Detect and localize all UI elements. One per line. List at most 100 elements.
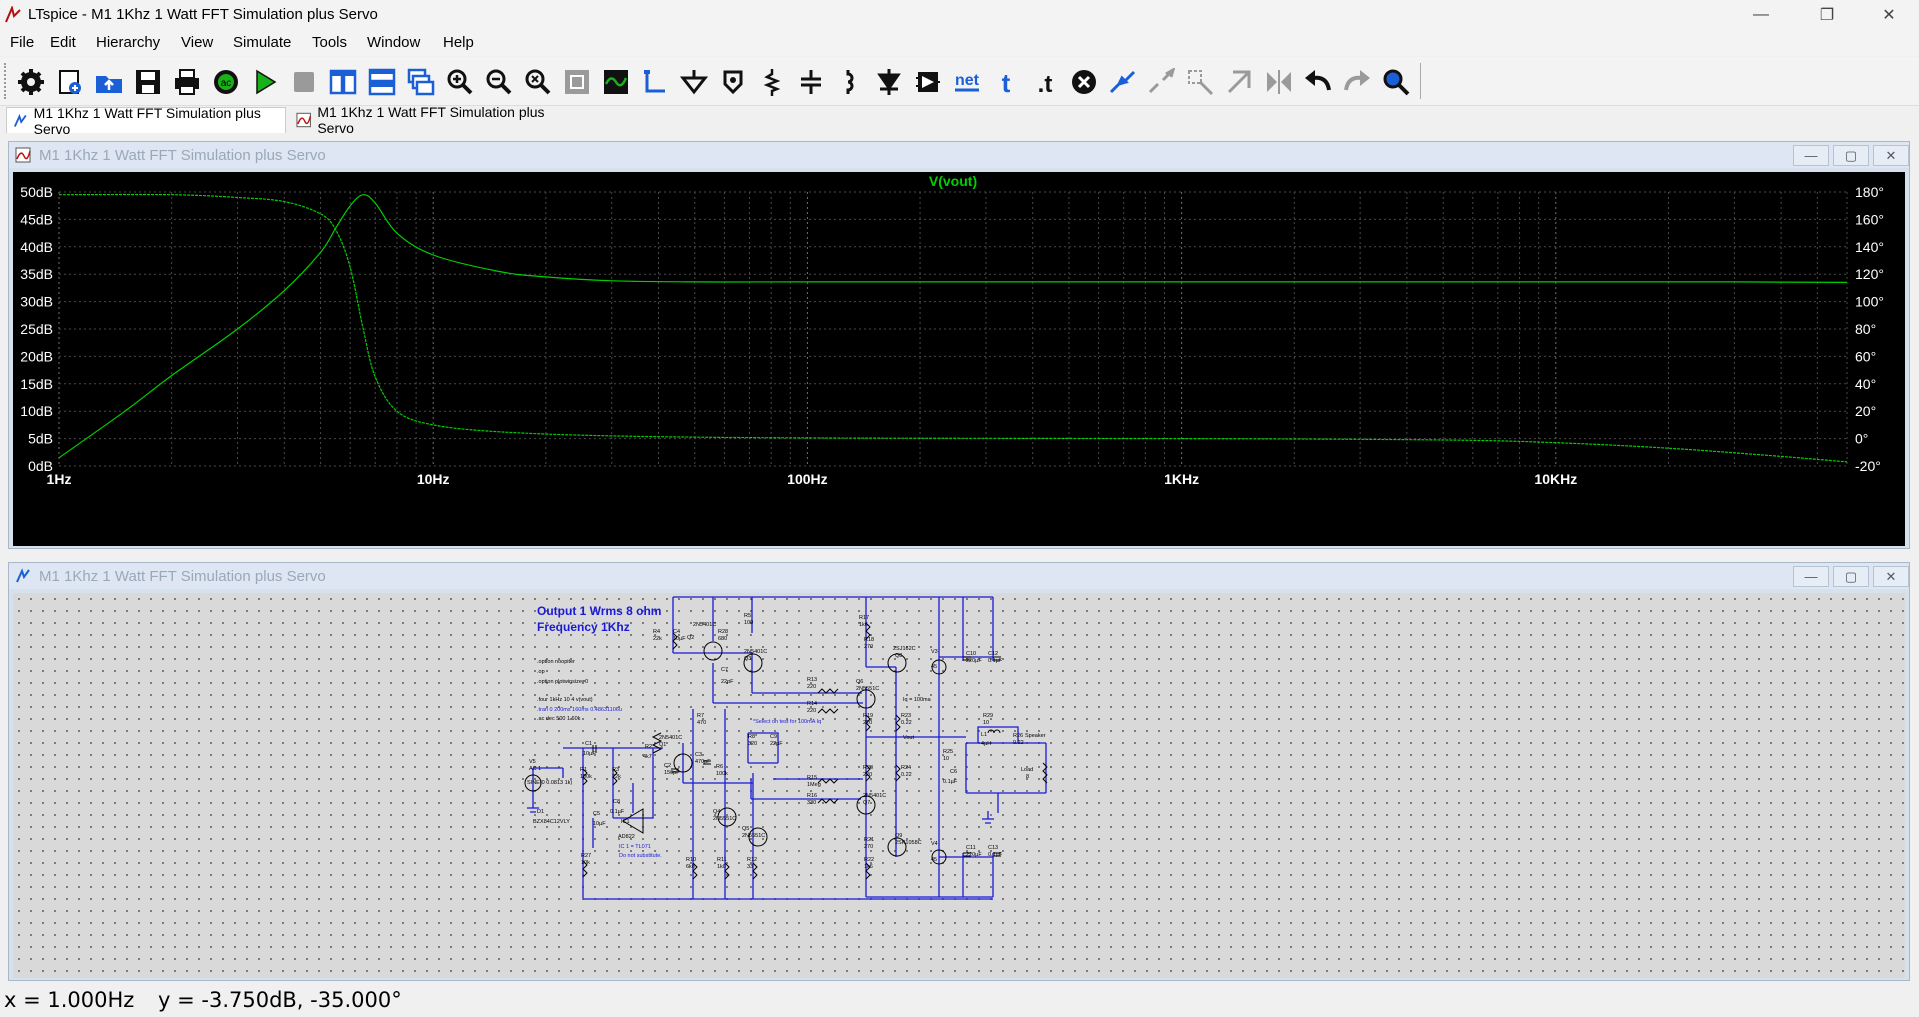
component-label: R14 [807, 701, 817, 707]
menu-hierarchy[interactable]: Hierarchy [96, 34, 161, 51]
component-label: 1Meg [807, 782, 821, 788]
component-label: 2N5551C [856, 686, 879, 692]
zoom-full-icon[interactable] [561, 67, 593, 97]
x-tick-label: 10Hz [417, 471, 450, 487]
menu-help[interactable]: Help [443, 34, 474, 51]
menu-edit[interactable]: Edit [50, 34, 76, 51]
component-label: Q1 [659, 742, 666, 748]
print-icon[interactable] [171, 67, 203, 97]
schematic-maximize-button[interactable]: ▢ [1833, 566, 1869, 587]
component-label: R3 [612, 767, 619, 773]
move-icon[interactable] [1146, 67, 1178, 97]
net-label-icon[interactable]: net [951, 67, 983, 97]
restore-button[interactable]: ❐ [1819, 7, 1835, 24]
component-label: R26 [1013, 733, 1023, 739]
tile-vertical-icon[interactable] [327, 67, 359, 97]
menu-window[interactable]: Window [367, 34, 421, 51]
component-label: R25 [943, 749, 953, 755]
schematic-window-caption[interactable]: M1 1Khz 1 Watt FFT Simulation plus Servo… [9, 563, 1909, 589]
menu-file[interactable]: File [10, 34, 35, 51]
component-label: C11 [966, 845, 976, 851]
component-label: R29 [983, 713, 993, 719]
y-tick-label-left: 30dB [20, 294, 53, 310]
ground-icon[interactable] [678, 67, 710, 97]
x-tick-label: 100Hz [787, 471, 827, 487]
diode-icon[interactable] [873, 67, 905, 97]
toolbar: ac net t .t [0, 57, 1919, 106]
plot-window-caption[interactable]: M1 1Khz 1 Watt FFT Simulation plus Servo… [9, 142, 1909, 168]
toolbar-grip[interactable] [4, 63, 10, 99]
tab-plot[interactable]: M1 1Khz 1 Watt FFT Simulation plus Servo [290, 104, 580, 136]
component-label: 45 [931, 857, 937, 863]
plot-tab-icon [296, 112, 312, 128]
component-label: BZX84C12VLY [533, 819, 570, 825]
y-tick-label-left: 5dB [28, 431, 53, 447]
redo-icon[interactable] [1341, 67, 1373, 97]
capacitor-icon[interactable] [795, 67, 827, 97]
mirror-icon[interactable] [1263, 67, 1295, 97]
menu-simulate[interactable]: Simulate [233, 34, 292, 51]
settings-icon[interactable] [15, 67, 47, 97]
menu-view[interactable]: View [181, 34, 214, 51]
text-icon[interactable]: t [990, 67, 1022, 97]
bode-plot[interactable]: 50dB45dB40dB35dB30dB25dB20dB15dB10dB5dB0… [13, 172, 1905, 546]
schematic-canvas[interactable]: Output 1 Wrms 8 ohm Frequency 1Khz .opti… [13, 593, 1905, 978]
new-schematic-icon[interactable] [54, 67, 86, 97]
label-net-icon[interactable] [717, 67, 749, 97]
tab-schematic[interactable]: M1 1Khz 1 Watt FFT Simulation plus Servo [6, 105, 286, 137]
component-label: C6 [950, 769, 957, 775]
y-tick-label-left: 20dB [20, 348, 53, 364]
plot-maximize-button[interactable]: ▢ [1833, 145, 1869, 166]
run-icon[interactable] [249, 67, 281, 97]
save-icon[interactable] [132, 67, 164, 97]
rotate-icon[interactable] [1224, 67, 1256, 97]
duplicate-icon[interactable] [1107, 67, 1139, 97]
component-label: 2N5401C [863, 793, 886, 799]
zoom-fit-icon[interactable] [522, 67, 554, 97]
directive-line: .option noopiter [537, 659, 575, 665]
component-label: 10 [983, 720, 989, 726]
component-label: 0.1µF [610, 809, 625, 815]
component-label: C8 [613, 799, 620, 805]
resistor-icon[interactable] [756, 67, 788, 97]
minimize-button[interactable]: — [1753, 6, 1769, 23]
control-panel-icon[interactable]: ac [210, 67, 242, 97]
component-label: C13 [988, 845, 998, 851]
drag-icon[interactable] [1185, 67, 1217, 97]
component-label: Q4 [713, 809, 720, 815]
spice-directive-icon[interactable]: .t [1029, 67, 1061, 97]
schematic-tab-icon [13, 113, 27, 127]
plot-minimize-button[interactable]: — [1793, 145, 1829, 166]
undo-icon[interactable] [1302, 67, 1334, 97]
halt-icon[interactable] [288, 67, 320, 97]
draw-wire-icon[interactable] [639, 67, 671, 97]
menu-tools[interactable]: Tools [312, 34, 348, 51]
inductor-icon[interactable] [834, 67, 866, 97]
delete-icon[interactable] [1068, 67, 1100, 97]
cascade-icon[interactable] [405, 67, 437, 97]
tile-horizontal-icon[interactable] [366, 67, 398, 97]
component-label: Q9 [895, 833, 902, 839]
y-tick-label-right: 0° [1855, 431, 1868, 447]
component-label: C2 [664, 763, 671, 769]
schematic-close-button[interactable]: ✕ [1873, 566, 1909, 587]
close-button[interactable]: ✕ [1882, 7, 1896, 24]
open-icon[interactable] [93, 67, 125, 97]
y-tick-label-left: 0dB [28, 458, 53, 474]
schematic-drawing[interactable]: Output 1 Wrms 8 ohm Frequency 1Khz .opti… [13, 593, 1905, 978]
zoom-in-icon[interactable] [444, 67, 476, 97]
autorange-icon[interactable] [600, 67, 632, 97]
component-icon[interactable] [912, 67, 944, 97]
plot-close-button[interactable]: ✕ [1873, 145, 1909, 166]
component-label: 22pF [721, 679, 734, 685]
magnitude-trace [58, 194, 1848, 459]
schematic-minimize-button[interactable]: — [1793, 566, 1829, 587]
status-bar: x = 1.000Hz y = -3.750dB, -35.000° [0, 984, 1919, 1017]
component-label: Q8 [895, 653, 902, 659]
find-icon[interactable] [1380, 67, 1412, 97]
x-tick-label: 10KHz [1534, 471, 1577, 487]
zoom-out-icon[interactable] [483, 67, 515, 97]
component-label: 22µF [770, 741, 783, 747]
component-label: R13 [807, 677, 817, 683]
